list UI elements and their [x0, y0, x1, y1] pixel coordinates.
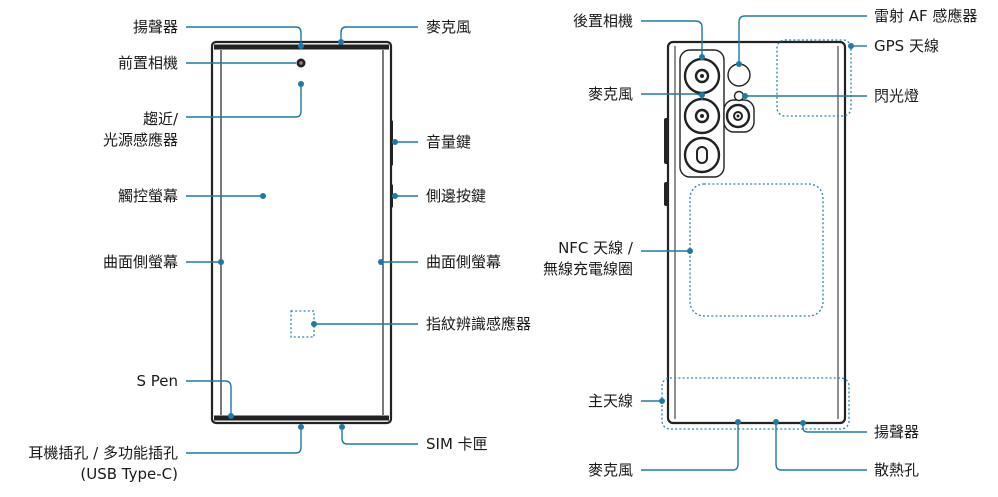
label-fingerprint: 指紋辨識感應器	[426, 315, 531, 333]
leader-dot-gps-antenna	[848, 43, 854, 49]
label-earphone-line2: (USB Type-C)	[80, 465, 178, 483]
leader-dot-vent	[773, 419, 779, 425]
label-sim-tray: SIM 卡匣	[426, 435, 488, 453]
leader-sim-tray	[341, 430, 418, 445]
leader-dot-s-pen	[228, 413, 234, 419]
leader-vent	[775, 424, 867, 471]
label-vent: 散熱孔	[874, 461, 919, 479]
leader-rear-camera	[641, 20, 703, 55]
leader-dot-earphone-jack	[298, 424, 304, 430]
leader-dot-nfc	[687, 248, 693, 254]
label-proximity-line2: 光源感應器	[103, 131, 178, 149]
laser-af-sensor-icon	[727, 63, 751, 87]
leader-dot-fingerprint	[311, 321, 317, 327]
label-microphone-bottom: 麥克風	[588, 461, 633, 479]
camera-lens-4-center-icon	[736, 114, 740, 118]
leader-dot-edge-left	[218, 259, 224, 265]
label-proximity-line1: 趨近/	[143, 110, 179, 128]
leader-dot-microphone-back	[699, 92, 705, 98]
label-volume-key: 音量鍵	[426, 133, 471, 151]
front-view: 揚聲器 前置相機 趨近/ 光源感應器 觸控螢幕 曲面側螢幕 S Pen 耳機插孔…	[28, 18, 531, 483]
camera-lens-1-center-icon	[700, 74, 704, 78]
label-nfc-line1: NFC 天線 /	[558, 239, 634, 257]
leader-dot-speaker-front	[298, 43, 304, 49]
leader-laser-af	[738, 15, 867, 62]
label-microphone-front: 麥克風	[426, 18, 471, 36]
leader-dot-side-key	[392, 193, 398, 199]
leader-microphone-front	[340, 26, 418, 40]
leader-dot-touchscreen	[260, 193, 266, 199]
leader-dot-laser-af	[736, 61, 742, 67]
leader-speaker-front	[186, 26, 302, 45]
label-speaker-front: 揚聲器	[133, 18, 178, 36]
leader-dot-sim-tray	[339, 424, 345, 430]
leader-earphone-jack	[186, 430, 302, 454]
leader-dot-microphone-bottom	[735, 419, 741, 425]
label-front-camera: 前置相機	[118, 54, 178, 72]
camera-lens-3-periscope-icon	[696, 146, 708, 164]
front-camera-lens-icon	[299, 61, 303, 65]
label-speaker-back: 揚聲器	[874, 423, 919, 441]
main-antenna-area	[661, 377, 850, 430]
leader-dot-proximity	[298, 81, 304, 87]
camera-lens-2-center-icon	[700, 114, 704, 118]
label-edge-left: 曲面側螢幕	[103, 253, 178, 271]
label-touchscreen: 觸控螢幕	[118, 187, 178, 205]
leader-dot-flash	[742, 93, 748, 99]
label-gps-antenna: GPS 天線	[874, 37, 939, 55]
label-earphone-line1: 耳機插孔 / 多功能插孔	[28, 444, 178, 462]
leader-s-pen	[186, 380, 232, 414]
label-main-antenna: 主天線	[588, 392, 633, 410]
leader-dot-main-antenna	[659, 398, 665, 404]
leader-dot-speaker-back	[800, 420, 806, 426]
fingerprint-area	[290, 310, 315, 338]
label-side-key: 側邊按鍵	[426, 187, 486, 205]
label-s-pen: S Pen	[136, 372, 178, 390]
leader-proximity	[186, 86, 302, 118]
label-nfc-line2: 無線充電線圈	[543, 260, 633, 278]
leader-microphone-bottom	[641, 424, 739, 471]
leader-dot-edge-right	[378, 259, 384, 265]
label-flash: 閃光燈	[874, 87, 919, 105]
rear-camera-module	[679, 49, 755, 178]
leader-speaker-back	[802, 425, 867, 433]
leader-dot-volume-key	[392, 139, 398, 145]
label-edge-right: 曲面側螢幕	[426, 253, 501, 271]
label-laser-af: 雷射 AF 感應器	[874, 7, 977, 25]
leader-dot-rear-camera	[699, 54, 705, 60]
back-view: 後置相機 麥克風 NFC 天線 / 無線充電線圈 主天線 麥克風 雷射 AF 感…	[543, 7, 977, 479]
label-microphone-back: 麥克風	[588, 85, 633, 103]
label-rear-camera: 後置相機	[573, 12, 633, 30]
leader-dot-microphone-front	[338, 39, 344, 45]
